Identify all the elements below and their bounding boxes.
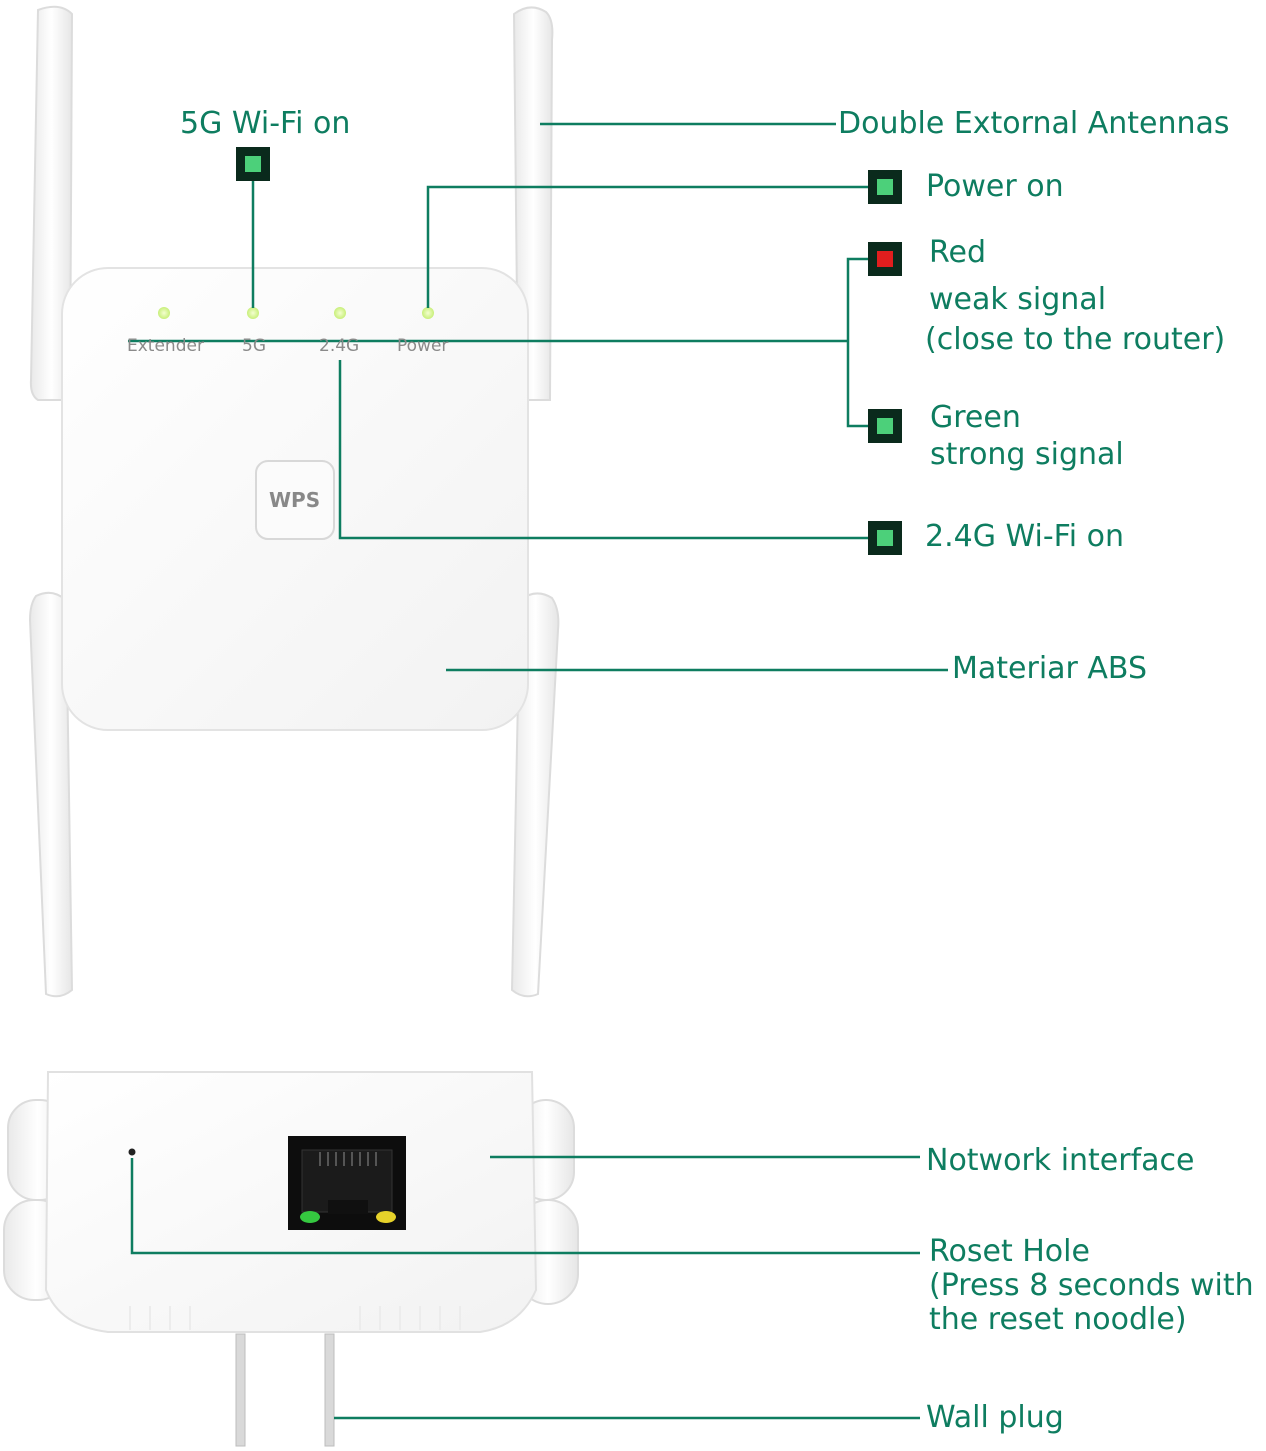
label-green: Green	[930, 400, 1021, 435]
port-led-yellow	[376, 1211, 396, 1223]
reset-hole[interactable]	[128, 1148, 136, 1156]
label-red: Red	[929, 235, 986, 270]
led-extender	[158, 307, 170, 319]
led-power	[422, 307, 434, 319]
label-network: Notwork interface	[926, 1143, 1195, 1178]
label-reset-3: the reset noodle)	[929, 1302, 1187, 1337]
square-led-icon-green	[868, 409, 902, 443]
label-wall-plug: Wall plug	[926, 1400, 1064, 1435]
port-led-green	[300, 1211, 320, 1223]
label-antennas: Double Extornal Antennas	[838, 106, 1230, 141]
vent-lines	[129, 1306, 461, 1330]
square-led-icon-power	[868, 170, 902, 204]
led-label-24g: 2.4G	[319, 336, 360, 356]
label-green-desc: strong signal	[930, 437, 1124, 472]
bottom-view-device	[3, 1071, 579, 1447]
label-red-desc-1: weak signal	[929, 282, 1107, 317]
plug-pin-right	[324, 1333, 335, 1447]
label-reset-2: (Press 8 seconds with	[929, 1268, 1254, 1303]
plug-pin-left	[235, 1333, 246, 1447]
label-reset-1: Roset Hole	[929, 1234, 1090, 1269]
square-led-icon-24g	[868, 521, 902, 555]
square-led-icon-red	[868, 242, 902, 276]
led-label-power: Power	[397, 336, 449, 356]
wps-button[interactable]	[255, 460, 335, 540]
label-5g-wifi: 5G Wi-Fi on	[180, 106, 351, 141]
antenna-lower-left	[28, 591, 74, 998]
antenna-upper-left	[29, 5, 74, 401]
wps-button-label: WPS	[269, 488, 321, 512]
label-power-on: Power on	[926, 169, 1064, 204]
rj45-port-icon[interactable]	[288, 1136, 406, 1230]
led-label-extender: Extender	[127, 336, 204, 356]
led-24g	[334, 307, 346, 319]
led-5g	[247, 307, 259, 319]
front-view-device	[28, 5, 560, 998]
label-red-desc-2: (close to the router)	[925, 322, 1226, 357]
square-led-icon-5g	[236, 147, 270, 181]
led-label-5g: 5G	[242, 336, 266, 356]
callout-lines	[128, 122, 948, 1420]
label-material: Materiar ABS	[952, 651, 1148, 686]
label-24g-wifi: 2.4G Wi-Fi on	[925, 519, 1124, 554]
